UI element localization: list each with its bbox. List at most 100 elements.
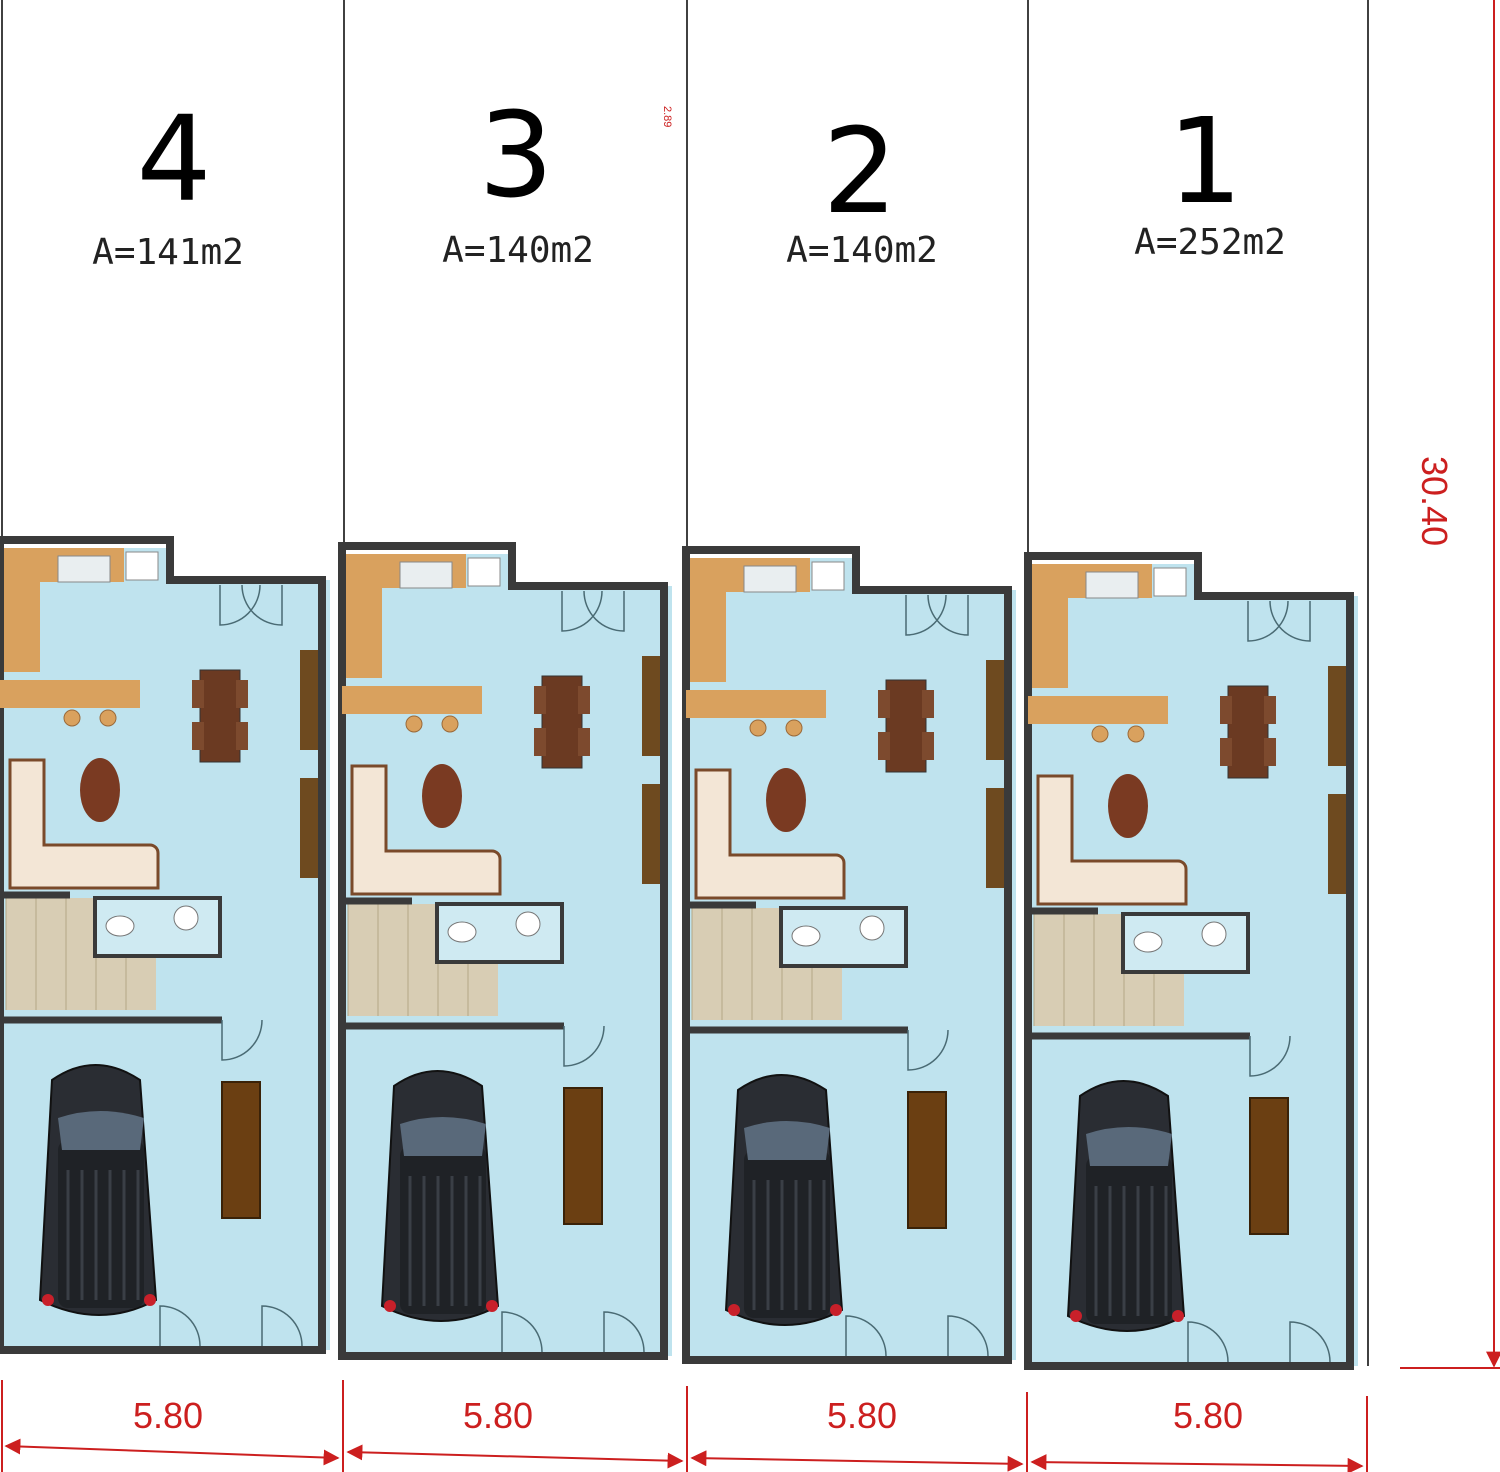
lot-number-2: 2	[822, 102, 897, 240]
lot-boundaries	[1, 0, 1369, 1366]
kitchen-island	[1028, 696, 1168, 724]
toilet	[791, 925, 821, 947]
sofa	[350, 764, 502, 896]
coffee-table	[1108, 774, 1148, 838]
kitchen-island	[342, 686, 482, 714]
chair	[1220, 738, 1232, 766]
coffee-table	[766, 768, 806, 832]
door-swing	[221, 1019, 263, 1061]
basin	[173, 905, 199, 931]
unit-2	[682, 546, 1016, 1364]
wall-cabinet	[986, 660, 1004, 760]
bar-stool	[405, 715, 423, 733]
coffee-table	[422, 764, 462, 828]
chair	[236, 722, 248, 750]
width-label-2: 5.80	[827, 1395, 897, 1436]
chair	[236, 680, 248, 708]
width-label-4: 5.80	[133, 1395, 203, 1436]
wall-cabinet	[642, 656, 660, 756]
basin	[515, 911, 541, 937]
toilet	[447, 921, 477, 943]
exterior-wall	[338, 542, 668, 1360]
bar-stool	[441, 715, 459, 733]
dining-table	[199, 669, 241, 763]
chair	[1264, 696, 1276, 724]
fridge	[125, 551, 159, 581]
sofa	[694, 768, 846, 900]
door-swing	[501, 1311, 543, 1353]
basin	[1201, 921, 1227, 947]
small-dimension-label: 2.89	[661, 106, 673, 127]
door-swing	[905, 594, 947, 636]
lot-area-4: A=141m2	[92, 232, 244, 273]
kitchen-island	[686, 690, 826, 718]
door-swing	[563, 1025, 605, 1067]
wall-cabinet	[1328, 666, 1346, 766]
width-labels: 5.80 5.80 5.80 5.80	[133, 1395, 1243, 1436]
bar-stool	[63, 709, 81, 727]
storage-cabinet	[907, 1091, 947, 1229]
fridge	[1153, 567, 1187, 597]
door-swing	[159, 1305, 201, 1347]
exterior-wall	[0, 536, 326, 1354]
sink	[1085, 571, 1139, 599]
bar-stool	[749, 719, 767, 737]
lot-number-3: 3	[478, 86, 553, 224]
dining-table	[1227, 685, 1269, 779]
dining-table	[885, 679, 927, 773]
chair	[192, 680, 204, 708]
bar-stool	[785, 719, 803, 737]
toilet	[1133, 931, 1163, 953]
chair	[534, 728, 546, 756]
bar-stool	[99, 709, 117, 727]
exterior-wall	[1024, 552, 1354, 1370]
lot-number-1: 1	[1167, 92, 1242, 230]
width-label-3: 5.80	[463, 1395, 533, 1436]
wall-cabinet	[300, 650, 318, 750]
unit-3	[338, 542, 672, 1360]
door-swing	[561, 590, 603, 632]
chair	[578, 728, 590, 756]
depth-dimension: 30.40	[1400, 0, 1500, 1369]
door-swing	[1247, 600, 1289, 642]
chair	[1264, 738, 1276, 766]
lot-labels: 4 A=141m2 3 A=140m2 2 A=140m2 1 A=252m2 …	[92, 86, 1286, 273]
storage-cabinet	[563, 1087, 603, 1225]
door-swing	[1187, 1321, 1229, 1363]
bar-stool	[1127, 725, 1145, 743]
unit-4	[0, 536, 330, 1354]
chair	[1220, 696, 1232, 724]
width-dimensions	[1, 1380, 1368, 1472]
fridge	[811, 561, 845, 591]
house-units	[0, 536, 1358, 1370]
door-swing	[845, 1315, 887, 1357]
dining-table	[541, 675, 583, 769]
lot-area-2: A=140m2	[786, 230, 938, 271]
door-swing	[1249, 1035, 1291, 1077]
exterior-wall	[682, 546, 1012, 1364]
kitchen-island	[0, 680, 140, 708]
basin	[859, 915, 885, 941]
bar-stool	[1091, 725, 1109, 743]
sofa	[1036, 774, 1188, 906]
chair	[534, 686, 546, 714]
chair	[922, 732, 934, 760]
sink	[57, 555, 111, 583]
wc	[1121, 912, 1250, 974]
fridge	[467, 557, 501, 587]
door-swing	[219, 584, 261, 626]
coffee-table	[80, 758, 120, 822]
chair	[878, 690, 890, 718]
storage-cabinet	[1249, 1097, 1289, 1235]
lot-area-1: A=252m2	[1134, 222, 1286, 263]
unit-1	[1024, 552, 1358, 1370]
sink	[743, 565, 797, 593]
chair	[878, 732, 890, 760]
lot-number-4: 4	[136, 90, 211, 228]
storage-cabinet	[221, 1081, 261, 1219]
width-label-1: 5.80	[1173, 1395, 1243, 1436]
chair	[192, 722, 204, 750]
sofa	[8, 758, 160, 890]
sink	[399, 561, 453, 589]
